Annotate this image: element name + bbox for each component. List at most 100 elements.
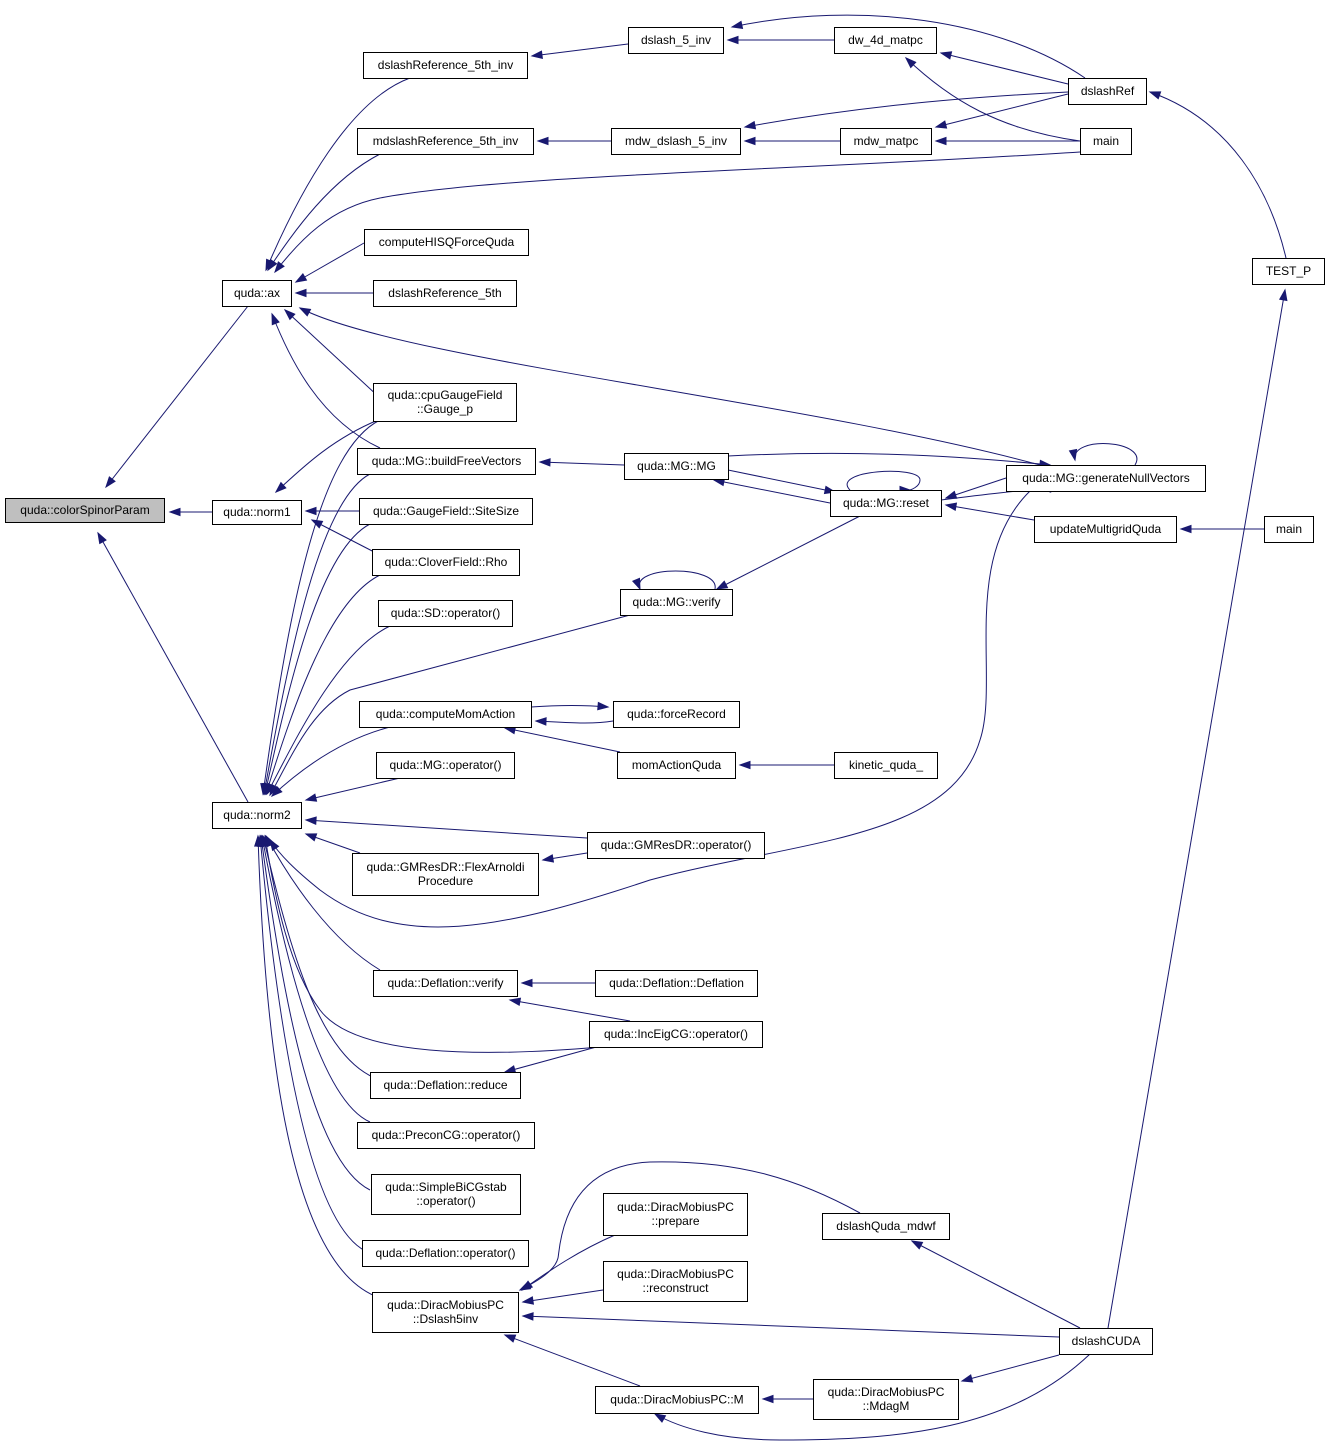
node-generateNullVectors[interactable]: quda::MG::generateNullVectors	[1006, 465, 1206, 492]
node-IncEigCG_operator[interactable]: quda::IncEigCG::operator()	[589, 1021, 763, 1048]
edge-MG_reset-to-MG_MG	[712, 477, 831, 504]
node-label: main	[1093, 134, 1119, 148]
node-MG_MG[interactable]: quda::MG::MG	[624, 453, 729, 480]
edge-main_top-to-ax	[274, 151, 1081, 274]
node-Deflation_Deflation[interactable]: quda::Deflation::Deflation	[595, 970, 758, 997]
node-label: quda::MG::generateNullVectors	[1022, 471, 1189, 485]
node-Deflation_reduce[interactable]: quda::Deflation::reduce	[370, 1072, 521, 1099]
node-PreconCG_operator[interactable]: quda::PreconCG::operator()	[357, 1122, 535, 1149]
edge-dw_4d_matpc-to-dslash_5_inv	[726, 35, 834, 45]
node-label: dslashRef	[1081, 84, 1135, 98]
edge-MG_reset-to-MG_verify	[715, 515, 861, 590]
node-dw_4d_matpc[interactable]: dw_4d_matpc	[834, 27, 937, 54]
node-MG_operator[interactable]: quda::MG::operator()	[376, 752, 515, 779]
edge-IncEigCG_operator-to-Deflation_verify	[508, 997, 631, 1022]
node-dslashCUDA[interactable]: dslashCUDA	[1059, 1328, 1153, 1355]
node-dslashReference_5th_inv[interactable]: dslashReference_5th_inv	[363, 52, 528, 79]
node-MdagM[interactable]: quda::DiracMobiusPC::MdagM	[813, 1379, 959, 1420]
node-label: kinetic_quda_	[849, 758, 923, 772]
edge-generateNullVectors-to-ax	[298, 307, 1041, 466]
node-prepare[interactable]: quda::DiracMobiusPC::prepare	[603, 1193, 748, 1236]
node-label: ::Dslash5inv	[413, 1312, 478, 1326]
node-ax[interactable]: quda::ax	[222, 280, 292, 307]
edge-updateMultigridQuda-to-MG_reset	[944, 502, 1035, 521]
edge-MG_operator-to-norm2	[304, 777, 401, 802]
node-label: quda::IncEigCG::operator()	[604, 1027, 748, 1041]
node-Deflation_verify[interactable]: quda::Deflation::verify	[373, 970, 518, 997]
edge-dslashCUDA-to-MdagM	[960, 1354, 1060, 1383]
node-norm1[interactable]: quda::norm1	[212, 500, 302, 525]
node-SiteSize[interactable]: quda::GaugeField::SiteSize	[359, 498, 533, 525]
node-Rho[interactable]: quda::CloverField::Rho	[372, 549, 520, 576]
node-label: quda::Deflation::Deflation	[609, 976, 744, 990]
node-mdw_matpc[interactable]: mdw_matpc	[840, 128, 932, 155]
edge-Deflation_Deflation-to-Deflation_verify	[520, 978, 595, 988]
edge-SiteSize-to-norm2	[263, 523, 371, 796]
edge-dslashCUDA-to-dslashQuda_mdwf	[910, 1240, 1081, 1329]
node-computeHISQForceQuda[interactable]: computeHISQForceQuda	[364, 229, 529, 256]
edge-dslashRef-to-mdw_matpc	[934, 93, 1069, 129]
node-label: quda::DiracMobiusPC	[387, 1298, 504, 1312]
edge-DiracMobiusPC_M-to-Dslash5inv	[503, 1334, 641, 1387]
node-TEST_P[interactable]: TEST_P	[1252, 258, 1325, 285]
node-dslashQuda_mdwf[interactable]: dslashQuda_mdwf	[822, 1213, 950, 1240]
node-label: ::prepare	[651, 1214, 699, 1228]
node-DiracMobiusPC_M[interactable]: quda::DiracMobiusPC::M	[595, 1386, 759, 1414]
node-mdslashReference_5th_inv[interactable]: mdslashReference_5th_inv	[357, 128, 534, 155]
node-label: quda::GMResDR::FlexArnoldi	[366, 860, 524, 874]
node-label: main	[1276, 522, 1302, 536]
node-Dslash5inv[interactable]: quda::DiracMobiusPC::Dslash5inv	[372, 1292, 519, 1333]
edge-dslashRef-to-dw_4d_matpc	[939, 51, 1069, 85]
node-colorSpinorParam[interactable]: quda::colorSpinorParam	[5, 498, 165, 523]
edge-norm2-to-colorSpinorParam	[97, 531, 249, 803]
node-cpuGaugeField_Gauge_p[interactable]: quda::cpuGaugeField::Gauge_p	[373, 383, 517, 422]
edge-MG_MG-to-MG_reset	[727, 469, 837, 495]
node-momActionQuda[interactable]: momActionQuda	[617, 752, 736, 779]
node-dslash_5_inv[interactable]: dslash_5_inv	[628, 27, 724, 54]
edge-mdw_matpc-to-mdw_dslash_5_inv	[743, 136, 840, 146]
node-forceRecord[interactable]: quda::forceRecord	[613, 701, 740, 728]
node-label: momActionQuda	[632, 758, 722, 772]
edge-main_top-to-mdw_matpc	[934, 136, 1080, 146]
node-buildFreeVectors[interactable]: quda::MG::buildFreeVectors	[357, 448, 536, 475]
edge-computeMomAction-to-forceRecord	[530, 701, 610, 711]
edge-prepare-to-Dslash5inv	[520, 1234, 616, 1291]
node-kinetic_quda_[interactable]: kinetic_quda_	[834, 752, 938, 779]
node-MG_reset[interactable]: quda::MG::reset	[830, 490, 942, 517]
node-label: ::MdagM	[863, 1399, 910, 1413]
node-SD_operator[interactable]: quda::SD::operator()	[378, 600, 513, 627]
node-label: quda::PreconCG::operator()	[372, 1128, 521, 1142]
node-dslashReference_5th[interactable]: dslashReference_5th	[373, 280, 517, 307]
edge-dslashCUDA-to-Dslash5inv	[521, 1312, 1060, 1338]
node-updateMultigridQuda[interactable]: updateMultigridQuda	[1034, 516, 1177, 543]
node-reconstruct[interactable]: quda::DiracMobiusPC::reconstruct	[603, 1261, 748, 1302]
edge-Dslash5inv-to-norm2	[254, 834, 376, 1297]
edge-dslashReference_5th-to-ax	[294, 288, 373, 298]
node-label: quda::SD::operator()	[391, 606, 500, 620]
node-norm2[interactable]: quda::norm2	[212, 802, 302, 829]
edge-dslashCUDA-to-DiracMobiusPC_M	[653, 1353, 1091, 1441]
node-label: dslashReference_5th	[388, 286, 501, 300]
node-label: quda::norm1	[223, 505, 291, 519]
node-label: mdw_dslash_5_inv	[625, 134, 727, 148]
node-main_top[interactable]: main	[1080, 128, 1132, 155]
node-Deflation_operator[interactable]: quda::Deflation::operator()	[362, 1240, 529, 1267]
node-label: mdw_matpc	[854, 134, 919, 148]
node-dslashRef[interactable]: dslashRef	[1068, 78, 1147, 105]
node-label: quda::norm2	[223, 808, 291, 822]
node-GMResDR_operator[interactable]: quda::GMResDR::operator()	[587, 832, 765, 859]
edge-norm1-to-colorSpinorParam	[168, 507, 212, 517]
node-SimpleBiCGstab[interactable]: quda::SimpleBiCGstab::operator()	[371, 1174, 521, 1215]
edge-dslashRef-to-dslash_5_inv	[730, 14, 1086, 79]
edge-dslash_5_inv-to-dslashReference_5th_inv	[530, 43, 629, 59]
edge-ax-to-colorSpinorParam	[105, 305, 249, 489]
node-label: quda::DiracMobiusPC	[617, 1267, 734, 1281]
node-main_mid[interactable]: main	[1264, 516, 1314, 543]
edge-reconstruct-to-Dslash5inv	[521, 1289, 604, 1305]
edge-cpuGaugeField_Gauge_p-to-ax	[283, 308, 381, 399]
node-computeMomAction[interactable]: quda::computeMomAction	[359, 701, 532, 728]
node-MG_verify[interactable]: quda::MG::verify	[620, 589, 733, 616]
node-mdw_dslash_5_inv[interactable]: mdw_dslash_5_inv	[611, 128, 741, 155]
edge-cpuGaugeField_Gauge_p-to-norm2	[260, 419, 381, 796]
